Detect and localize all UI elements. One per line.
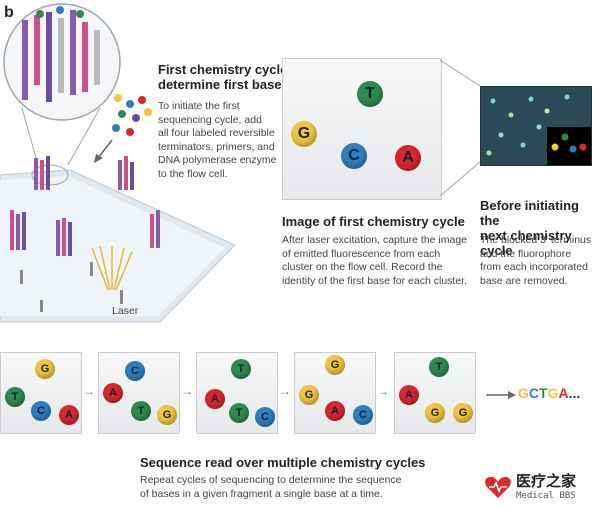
cycle-base: G bbox=[453, 403, 473, 423]
result-arrow bbox=[486, 391, 516, 399]
fluorescence-dots bbox=[486, 94, 591, 165]
step1-body-line: all four labeled reversible bbox=[158, 127, 275, 139]
sequence-ellipsis: ... bbox=[568, 385, 581, 401]
step4-title: Sequence read over multiple chemistry cy… bbox=[140, 455, 426, 470]
step1-title-line1: First chemistry cycle: bbox=[158, 62, 292, 77]
cycle-base: T bbox=[131, 401, 151, 421]
cycle-base: G bbox=[157, 405, 177, 425]
base-g: G bbox=[291, 121, 317, 147]
laser-rays bbox=[91, 245, 133, 291]
cycle-base: G bbox=[425, 403, 445, 423]
step1-body-line: to the flow cell. bbox=[158, 167, 228, 180]
cycle-base: C bbox=[31, 401, 51, 421]
cycle-base: T bbox=[429, 357, 449, 377]
step1-title: First chemistry cycle: determine first b… bbox=[158, 62, 292, 92]
base-label: T bbox=[365, 85, 375, 102]
cycle-base: T bbox=[229, 403, 249, 423]
cycle-arrow-icon: → bbox=[181, 384, 193, 398]
step1-body-line: DNA polymerase enzyme bbox=[158, 154, 277, 166]
clusters bbox=[10, 156, 160, 312]
sequence-letters: GCTGA bbox=[518, 385, 569, 402]
base-label: A bbox=[402, 149, 414, 166]
cycle-base: A bbox=[325, 401, 345, 421]
cycle-base: G bbox=[299, 385, 319, 405]
sequence-letter: G bbox=[518, 385, 529, 401]
step3-body-line: The blocked 3' terminus bbox=[480, 234, 592, 246]
first-cycle-image-box: T G C A bbox=[282, 58, 442, 200]
step2-body-line: identity of the first base for each clus… bbox=[282, 274, 468, 287]
laser-label: Laser bbox=[112, 305, 139, 317]
cycle-base: T bbox=[5, 387, 25, 407]
step3-title-line1: Before initiating the bbox=[480, 198, 579, 228]
sequence-letter: C bbox=[528, 385, 540, 401]
step1-body-line: sequencing cycle, add bbox=[158, 113, 262, 126]
sequence-letter: T bbox=[539, 385, 548, 401]
fluorescence-image bbox=[480, 86, 592, 166]
zoom-line-right bbox=[67, 107, 101, 166]
cycle-base: C bbox=[255, 407, 275, 427]
base-label: G bbox=[297, 125, 311, 142]
panel-label: b bbox=[4, 4, 14, 21]
cycle-base: C bbox=[125, 361, 145, 381]
step4-body: Repeat cycles of sequencing to determine… bbox=[140, 474, 460, 501]
cycle-base: A bbox=[103, 383, 123, 403]
step3-body-line: and the fluorophore bbox=[480, 247, 572, 260]
base-t: T bbox=[357, 81, 383, 107]
step3-title: Before initiating the next chemistry cyc… bbox=[480, 198, 598, 258]
cycle-arrow-icon: → bbox=[377, 384, 389, 398]
step4-body-line: Repeat cycles of sequencing to determine… bbox=[140, 474, 402, 486]
step2-body: After laser excitation, capture the imag… bbox=[282, 234, 482, 288]
cycle-base: A bbox=[59, 405, 79, 425]
zoom-connectors bbox=[440, 59, 481, 197]
step2-body-line: After laser excitation, capture the imag… bbox=[282, 234, 468, 246]
step1-body: To initiate the first sequencing cycle, … bbox=[158, 100, 308, 181]
sequence-read: GCTGA... bbox=[518, 385, 580, 403]
step1-body-line: terminators, primers, and bbox=[158, 140, 275, 153]
cycle-arrow-icon: → bbox=[279, 384, 291, 398]
step3-body-line: from each incorporated bbox=[480, 261, 588, 273]
sequence-letter: A bbox=[558, 385, 569, 401]
step4-body-line: of bases in a given fragment a single ba… bbox=[140, 487, 383, 500]
watermark: 医疗之家 Medical BBS bbox=[484, 470, 596, 506]
flow-cell-illustration bbox=[0, 3, 236, 323]
sequence-letter: G bbox=[547, 385, 559, 401]
watermark-subtitle: Medical BBS bbox=[516, 491, 576, 501]
cycle-arrow-icon: → bbox=[83, 384, 95, 398]
step1-body-line: To initiate the first bbox=[158, 100, 240, 112]
cycle-base: A bbox=[399, 385, 419, 405]
base-label: C bbox=[348, 147, 360, 164]
step2-title: Image of first chemistry cycle bbox=[282, 214, 465, 229]
step2-body-line: of emitted fluorescence from each bbox=[282, 247, 441, 260]
cycle-base: T bbox=[231, 359, 251, 379]
step2-body-line: cluster on the flow cell. Record the bbox=[282, 261, 443, 273]
cycle-base: C bbox=[353, 405, 373, 425]
heart-logo-icon bbox=[485, 476, 511, 498]
cycle-base: G bbox=[35, 359, 55, 379]
step3-body: The blocked 3' terminus and the fluoroph… bbox=[480, 234, 598, 288]
step3-body-line: base are removed. bbox=[480, 274, 568, 287]
base-c: C bbox=[341, 143, 367, 169]
add-arrow bbox=[97, 139, 113, 159]
zoom-line-left bbox=[21, 107, 39, 166]
free-nucleotides bbox=[112, 94, 152, 136]
cycle-base: A bbox=[205, 389, 225, 409]
cycle-base: G bbox=[325, 355, 345, 375]
watermark-title: 医疗之家 bbox=[516, 473, 577, 490]
step3-title-line2: next chemistry cycle bbox=[480, 228, 572, 258]
step1-title-line2: determine first base bbox=[158, 77, 282, 92]
base-a: A bbox=[395, 145, 421, 171]
zoom-strands bbox=[22, 6, 100, 102]
